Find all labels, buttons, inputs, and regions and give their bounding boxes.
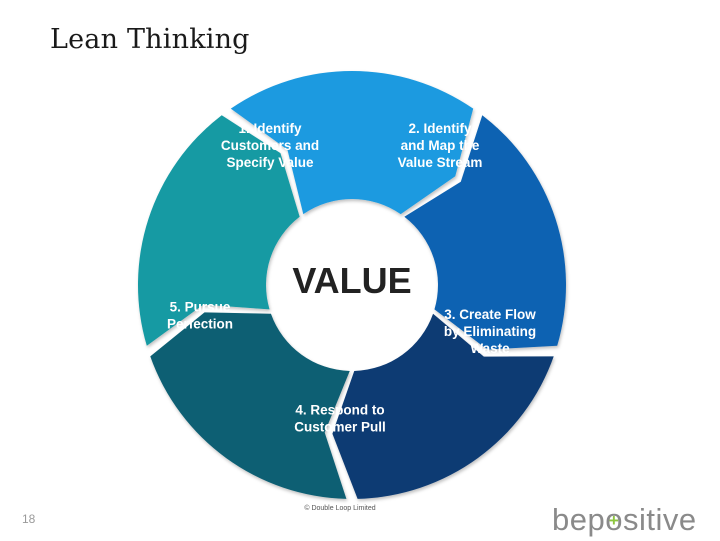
cycle-segment-3: [332, 313, 554, 499]
segment-label-line: Perfection: [167, 317, 233, 332]
slide-number: 18: [22, 512, 36, 526]
cycle-segment-4: [150, 312, 350, 499]
logo-text-start: bep: [552, 502, 606, 537]
segment-label-line: 1. Identify: [238, 121, 302, 136]
segment-label-line: Customer Pull: [294, 420, 386, 435]
page-title: Lean Thinking: [50, 24, 250, 55]
segment-label-line: and Map the: [401, 138, 480, 153]
segment-label-line: by Eliminating: [444, 324, 536, 339]
segment-label-line: Customers and: [221, 138, 319, 153]
center-value-label: VALUE: [292, 260, 411, 301]
segment-label-line: Value Stream: [398, 155, 483, 170]
segment-label-line: 3. Create Flow: [444, 307, 536, 322]
cycle-segment-label-4: 4. Respond to Customer Pull: [294, 403, 386, 435]
cycle-segment-1: [230, 70, 474, 215]
logo-plus-sign: +: [608, 511, 620, 530]
segment-label-line: 4. Respond to: [295, 403, 384, 418]
segment-label-line: Waste: [470, 341, 510, 356]
logo-text-end: sitive: [622, 502, 697, 537]
logo-o-glyph: o: [605, 502, 623, 537]
cycle-segment-2: [404, 115, 566, 350]
logo-o-plus-icon: o+: [605, 500, 623, 540]
segment-label-line: 2. Identify: [408, 121, 472, 136]
cycle-segment-5: [138, 115, 300, 346]
segment-label-line: 5. Pursue: [170, 300, 231, 315]
bepositive-logo: bepo+sitive: [552, 500, 697, 540]
copyright-notice: © Double Loop Limited: [304, 505, 376, 512]
segment-label-line: Specify Value: [226, 155, 314, 170]
